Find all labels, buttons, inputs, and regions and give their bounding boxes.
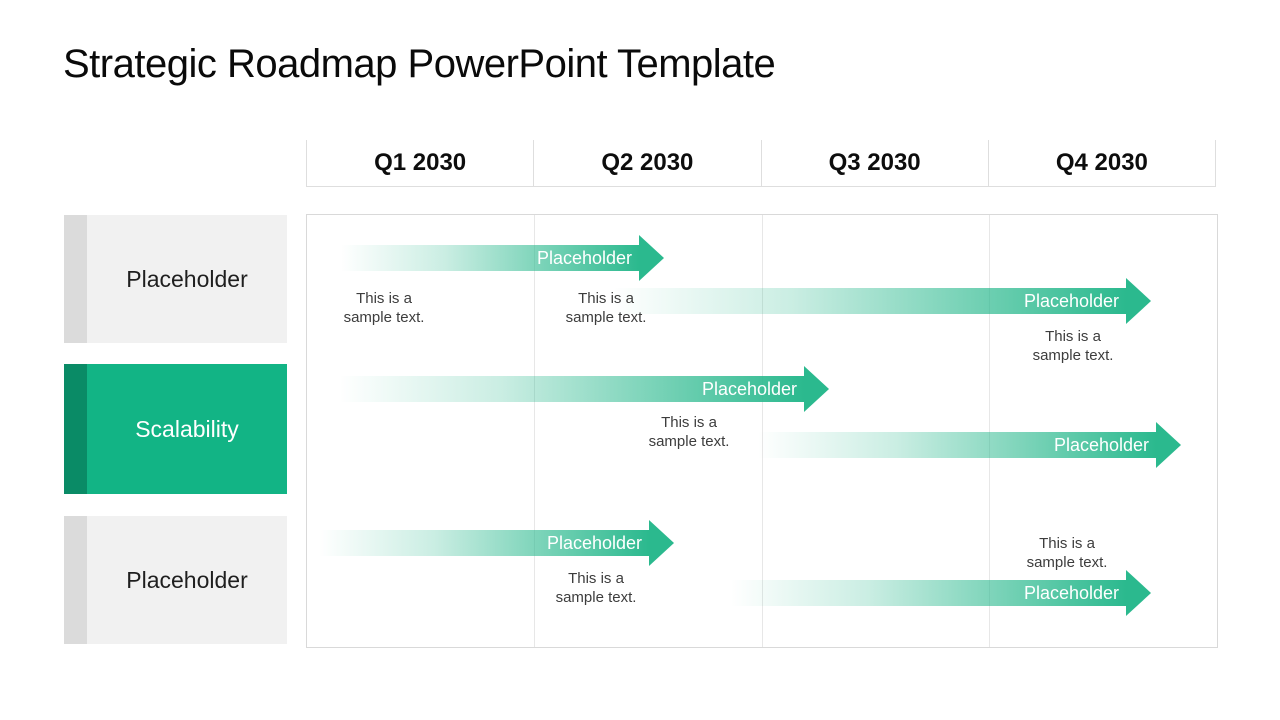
timeline-header: Q1 2030 Q2 2030 Q3 2030 Q4 2030 xyxy=(306,140,1216,187)
roadmap-arrow: Placeholder xyxy=(731,570,1151,616)
slide-title: Strategic Roadmap PowerPoint Template xyxy=(63,42,776,86)
arrow-head-icon xyxy=(1126,278,1151,324)
quarter-header-q3: Q3 2030 xyxy=(760,140,988,186)
row-label-text: Placeholder xyxy=(126,265,248,292)
sample-text-caption: This is a sample text. xyxy=(1003,327,1143,365)
caption-line: sample text. xyxy=(1032,347,1114,364)
column-divider xyxy=(989,215,990,647)
sample-text-caption: This is a sample text. xyxy=(314,289,454,327)
quarter-header-q1: Q1 2030 xyxy=(306,140,533,186)
caption-line: sample text. xyxy=(343,309,425,326)
roadmap-arrow: Placeholder xyxy=(319,520,674,566)
arrow-label: Placeholder xyxy=(536,248,632,268)
arrow-label: Placeholder xyxy=(1053,435,1149,455)
arrow-shaft: Placeholder xyxy=(613,288,1126,314)
arrow-label: Placeholder xyxy=(546,533,642,553)
caption-line: This is a xyxy=(661,414,717,431)
caption-line: sample text. xyxy=(565,309,647,326)
arrow-head-icon xyxy=(1126,570,1151,616)
sample-text-caption: This is a sample text. xyxy=(526,569,666,607)
caption-line: sample text. xyxy=(555,589,637,606)
arrow-shaft: Placeholder xyxy=(319,530,649,556)
arrow-head-icon xyxy=(1156,422,1181,468)
arrow-shaft: Placeholder xyxy=(341,245,639,271)
quarter-header-q4: Q4 2030 xyxy=(987,140,1216,186)
caption-line: This is a xyxy=(356,290,412,307)
sample-text-caption: This is a sample text. xyxy=(619,413,759,451)
roadmap-arrow: Placeholder xyxy=(339,366,829,412)
arrow-label: Placeholder xyxy=(1023,583,1119,603)
caption-line: This is a xyxy=(578,290,634,307)
sample-text-caption: This is a sample text. xyxy=(997,534,1137,572)
column-divider xyxy=(534,215,535,647)
column-divider xyxy=(762,215,763,647)
row-label-text: Scalability xyxy=(135,415,239,442)
row-label-placeholder-2: Placeholder xyxy=(64,516,287,644)
arrow-head-icon xyxy=(649,520,674,566)
sample-text-caption: This is a sample text. xyxy=(536,289,676,327)
roadmap-arrow: Placeholder xyxy=(341,235,664,281)
row-label-scalability: Scalability xyxy=(64,364,287,494)
roadmap-grid: Placeholder Placeholder Placeholder Plac… xyxy=(306,214,1218,648)
arrow-shaft: Placeholder xyxy=(339,376,804,402)
arrow-label: Placeholder xyxy=(1023,291,1119,311)
caption-line: This is a xyxy=(1039,535,1095,552)
roadmap-arrow: Placeholder xyxy=(613,278,1151,324)
arrow-shaft: Placeholder xyxy=(731,580,1126,606)
arrow-head-icon xyxy=(804,366,829,412)
caption-line: sample text. xyxy=(648,433,730,450)
caption-line: sample text. xyxy=(1026,554,1108,571)
row-label-text: Placeholder xyxy=(126,566,248,593)
caption-line: This is a xyxy=(1045,328,1101,345)
roadmap-arrow: Placeholder xyxy=(758,422,1181,468)
caption-line: This is a xyxy=(568,570,624,587)
row-label-placeholder-1: Placeholder xyxy=(64,215,287,343)
quarter-header-q2: Q2 2030 xyxy=(533,140,760,186)
arrow-head-icon xyxy=(639,235,664,281)
arrow-shaft: Placeholder xyxy=(758,432,1156,458)
arrow-label: Placeholder xyxy=(701,379,797,399)
